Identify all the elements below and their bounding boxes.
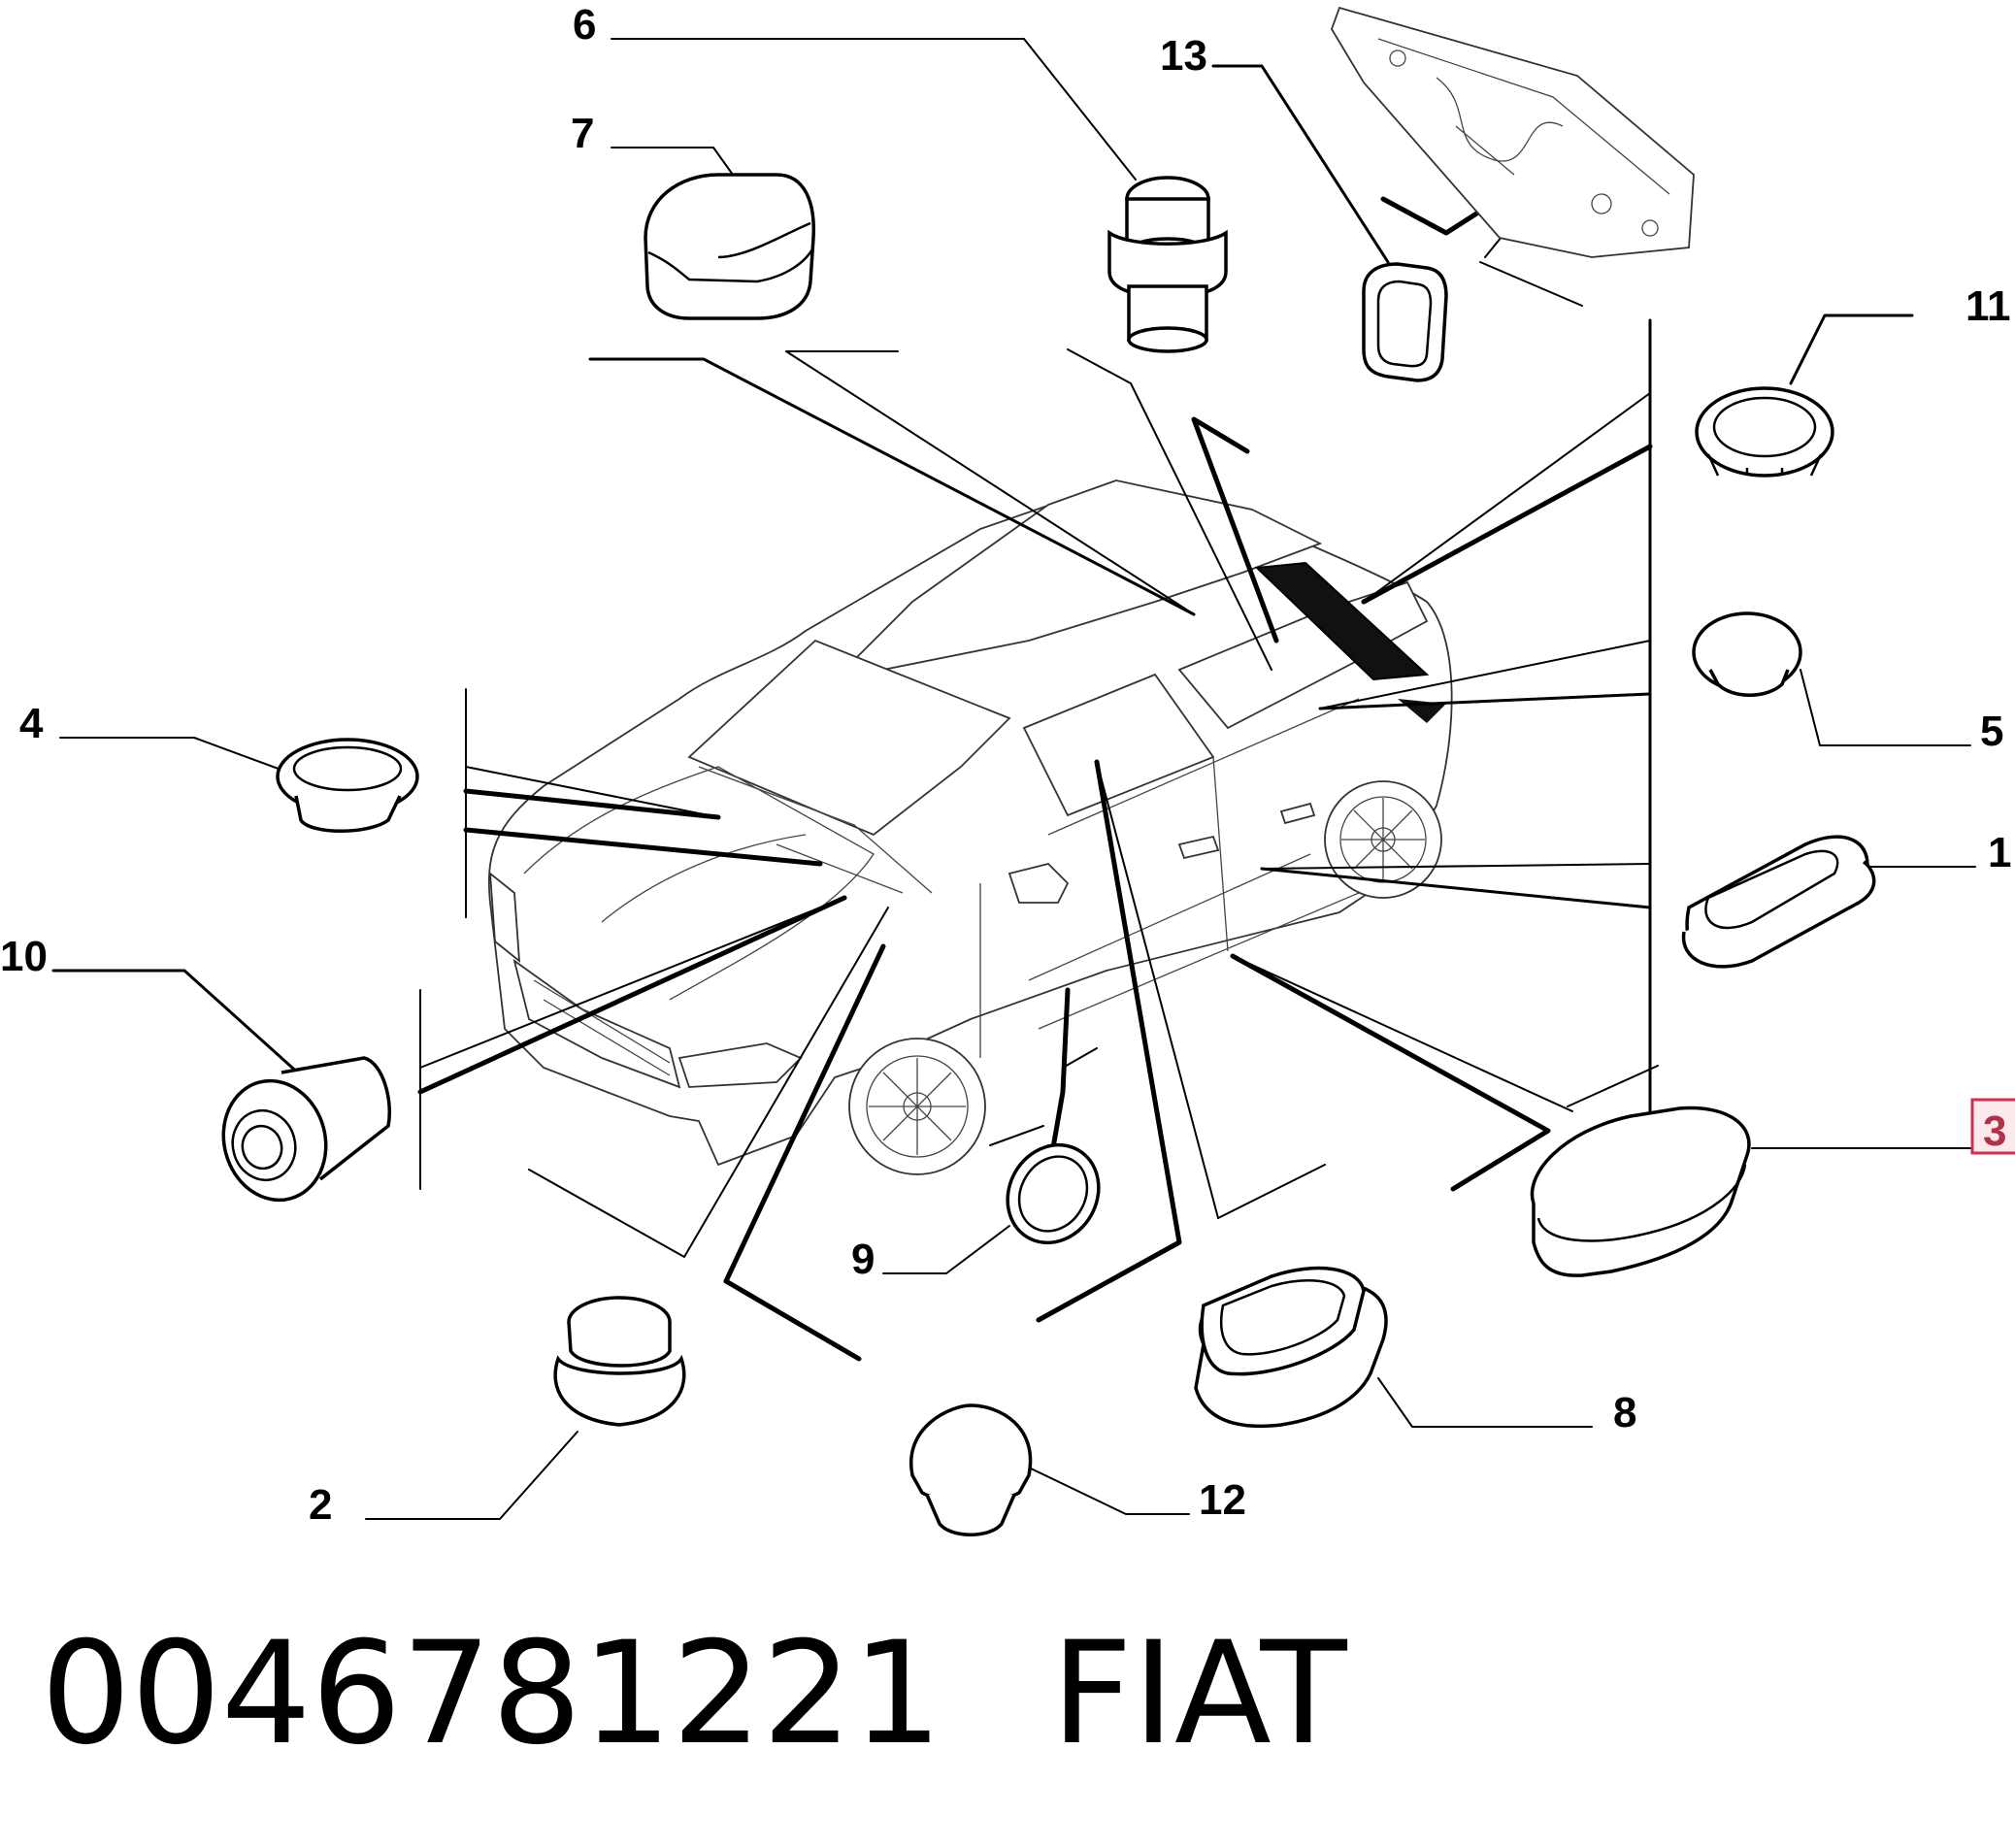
callout-10: 10 bbox=[0, 933, 48, 980]
part-13-grommet bbox=[1362, 262, 1448, 382]
part-3-plug bbox=[1530, 1106, 1751, 1277]
callout-7: 7 bbox=[571, 110, 594, 157]
part-7-cap bbox=[644, 173, 815, 320]
part-12-plug bbox=[908, 1403, 1033, 1536]
part-4-plug bbox=[276, 738, 419, 833]
leader-lines bbox=[51, 38, 1976, 1520]
part-8-grommet bbox=[1194, 1266, 1388, 1429]
part-6-plug bbox=[1107, 176, 1228, 353]
callout-labels: 6 7 13 11 4 5 1 10 3 9 2 12 8 bbox=[0, 1, 2015, 1529]
rear-body-panel bbox=[1331, 6, 1695, 258]
callout-12: 12 bbox=[1199, 1476, 1246, 1524]
callout-3: 3 bbox=[1983, 1107, 2006, 1155]
callout-13: 13 bbox=[1160, 32, 1207, 80]
part-5-plug bbox=[1692, 611, 1802, 697]
part-9-ring bbox=[1006, 1142, 1101, 1245]
part-number: 0046781221 bbox=[41, 1611, 942, 1776]
part-11-cap bbox=[1695, 386, 1834, 478]
callout-9: 9 bbox=[851, 1236, 875, 1283]
callout-4: 4 bbox=[19, 700, 44, 747]
footer-caption: 0046781221 FIAT bbox=[41, 1611, 1347, 1776]
callout-1: 1 bbox=[1988, 829, 2011, 876]
callout-8: 8 bbox=[1613, 1389, 1636, 1436]
part-10-grommet bbox=[221, 1056, 391, 1203]
callout-6: 6 bbox=[573, 1, 596, 49]
brand-name: FIAT bbox=[1050, 1611, 1347, 1776]
callout-11: 11 bbox=[1965, 282, 2011, 330]
part-1-grommet bbox=[1681, 835, 1876, 969]
callout-5: 5 bbox=[1980, 708, 2003, 755]
callout-2: 2 bbox=[309, 1481, 332, 1529]
callout-3-highlight bbox=[1970, 1098, 2015, 1155]
car-illustration bbox=[487, 479, 1453, 1175]
part-2-plug bbox=[553, 1296, 686, 1427]
